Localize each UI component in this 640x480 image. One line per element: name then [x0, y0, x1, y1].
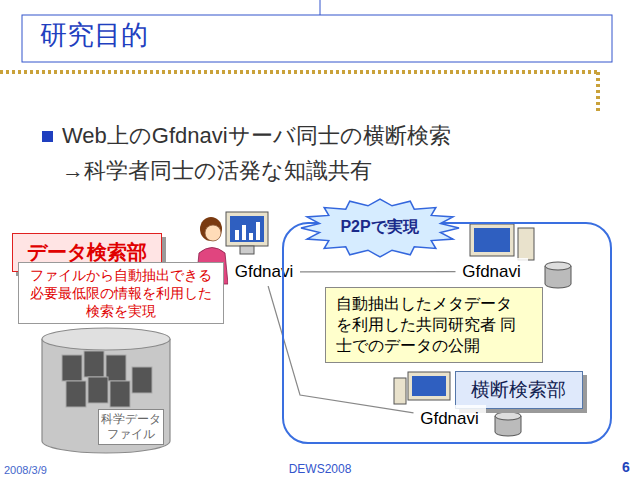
monitor [226, 212, 268, 246]
starburst-callout: P2Pで実現 [300, 198, 460, 258]
footer-date: 2008/3/9 [4, 463, 47, 477]
node-text: 横断検索部 [471, 377, 566, 403]
screen-bar [235, 230, 239, 240]
file-icon [84, 351, 104, 377]
bullet-text: →科学者同士の活発な知識共有 [62, 157, 372, 186]
file-icon [88, 377, 108, 403]
person-hair [200, 217, 222, 241]
screen-bar [249, 233, 253, 240]
bullet-text: Web上のGfdnaviサーバ同士の横断検索 [62, 122, 451, 151]
server-label: Gfdnavi [456, 258, 528, 286]
person-face [205, 225, 221, 241]
node-text: Gfdnavi [462, 262, 521, 282]
computer-tower [394, 378, 406, 404]
node-text: 自動抽出したメタデータ を利用した共同研究者 同士でのデータの公開 [336, 293, 522, 356]
node-text: ファイルから自動抽出できる 必要最低限の情報を利用した 検索を実現 [27, 266, 215, 320]
connector-line [300, 271, 456, 273]
node-text: Gfdnavi [235, 262, 294, 282]
file-icon [110, 381, 130, 407]
page-number: 6 [622, 458, 630, 476]
file-icon [66, 381, 86, 407]
server-label: Gfdnavi [228, 258, 300, 286]
disk-top [545, 262, 571, 270]
frame-line [320, 0, 321, 15]
screen-bar [256, 222, 260, 240]
monitor-stand [240, 246, 254, 254]
file-icon [62, 355, 82, 381]
section-tag: 横断検索部 [455, 371, 583, 409]
title-frame [22, 15, 612, 62]
file-icon [132, 367, 152, 393]
server-label: Gfdnavi [414, 405, 486, 433]
monitor-screen [230, 216, 264, 242]
slide-title: 研究目的 [40, 18, 148, 52]
node-text: 科学データ ファイル [98, 409, 164, 445]
node-text: P2Pで実現 [340, 217, 418, 238]
note-box: 自動抽出したメタデータ を利用した共同研究者 同士でのデータの公開 [325, 287, 543, 363]
starburst-outline [301, 199, 459, 257]
dotted-rule [0, 70, 598, 74]
footer-venue: DEWS2008 [280, 462, 360, 478]
monitor [408, 372, 450, 400]
cylinder-body [42, 339, 170, 453]
monitor [470, 224, 514, 256]
disk-top [495, 412, 521, 420]
file-icon [106, 355, 126, 381]
computer-tower [518, 228, 534, 260]
cylinder-top [42, 328, 170, 350]
screen-bar [242, 225, 246, 240]
dotted-rule [596, 72, 600, 112]
description-box: ファイルから自動抽出できる 必要最低限の情報を利用した 検索を実現 [18, 262, 224, 324]
monitor-screen [412, 376, 446, 396]
node-text: Gfdnavi [420, 409, 479, 429]
database-cylinder: 科学データ ファイル [40, 327, 172, 455]
monitor-screen [474, 228, 510, 252]
p2p-region: P2Pで実現Gfdnavi自動抽出したメタデータ を利用した共同研究者 同士での… [282, 222, 612, 444]
bullet-square [42, 131, 53, 142]
